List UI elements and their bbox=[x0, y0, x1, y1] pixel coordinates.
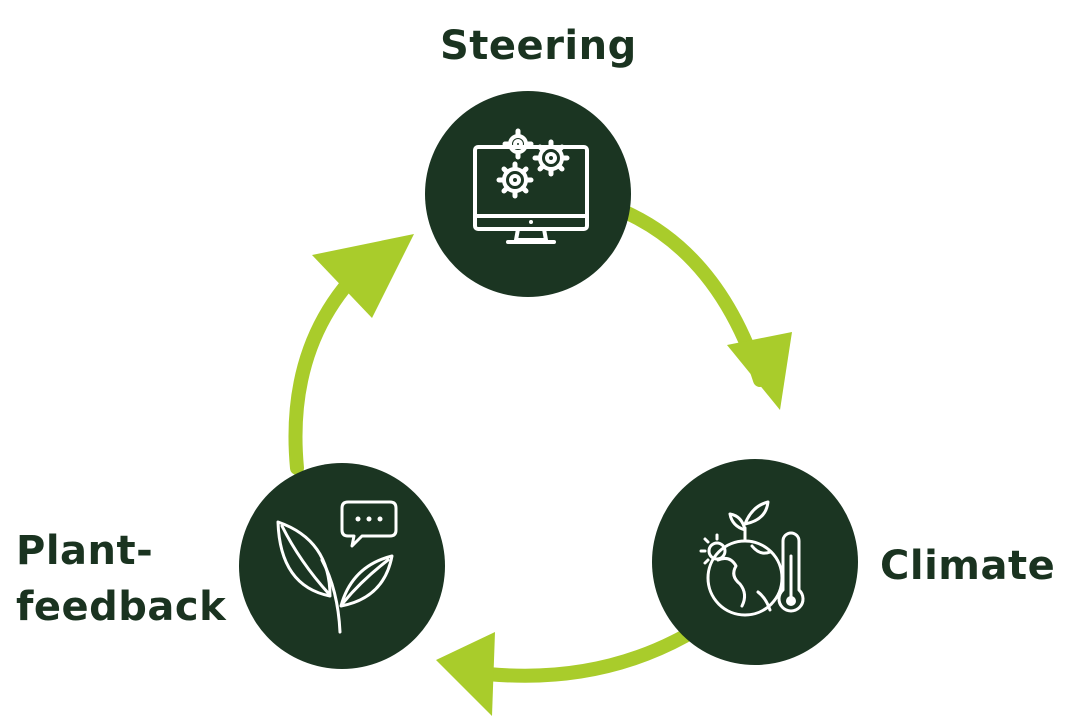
label-plant-line1: Plant- bbox=[16, 528, 154, 574]
arrow-climate-to-plant bbox=[436, 629, 692, 716]
arrow-head bbox=[727, 332, 792, 410]
label-steering: Steering bbox=[440, 23, 637, 69]
plant-speech-icon bbox=[276, 500, 398, 634]
node-circle bbox=[425, 91, 631, 297]
arrow-steering-to-climate bbox=[618, 205, 792, 410]
arrow-plant-to-steering bbox=[288, 234, 414, 475]
label-plant-feedback: Plant- feedback bbox=[16, 523, 226, 635]
arrow-shaft bbox=[463, 629, 692, 683]
node-climate bbox=[652, 459, 858, 665]
arrow-head bbox=[312, 234, 414, 318]
node-circle bbox=[652, 459, 858, 665]
node-plant-feedback bbox=[239, 463, 445, 669]
arrow-head bbox=[436, 632, 495, 716]
node-circle bbox=[239, 463, 445, 669]
node-steering bbox=[425, 91, 631, 297]
label-climate: Climate bbox=[880, 543, 1056, 589]
globe-thermometer-icon bbox=[699, 500, 805, 617]
monitor-gears-icon bbox=[473, 128, 589, 244]
label-plant-line2: feedback bbox=[16, 584, 227, 630]
